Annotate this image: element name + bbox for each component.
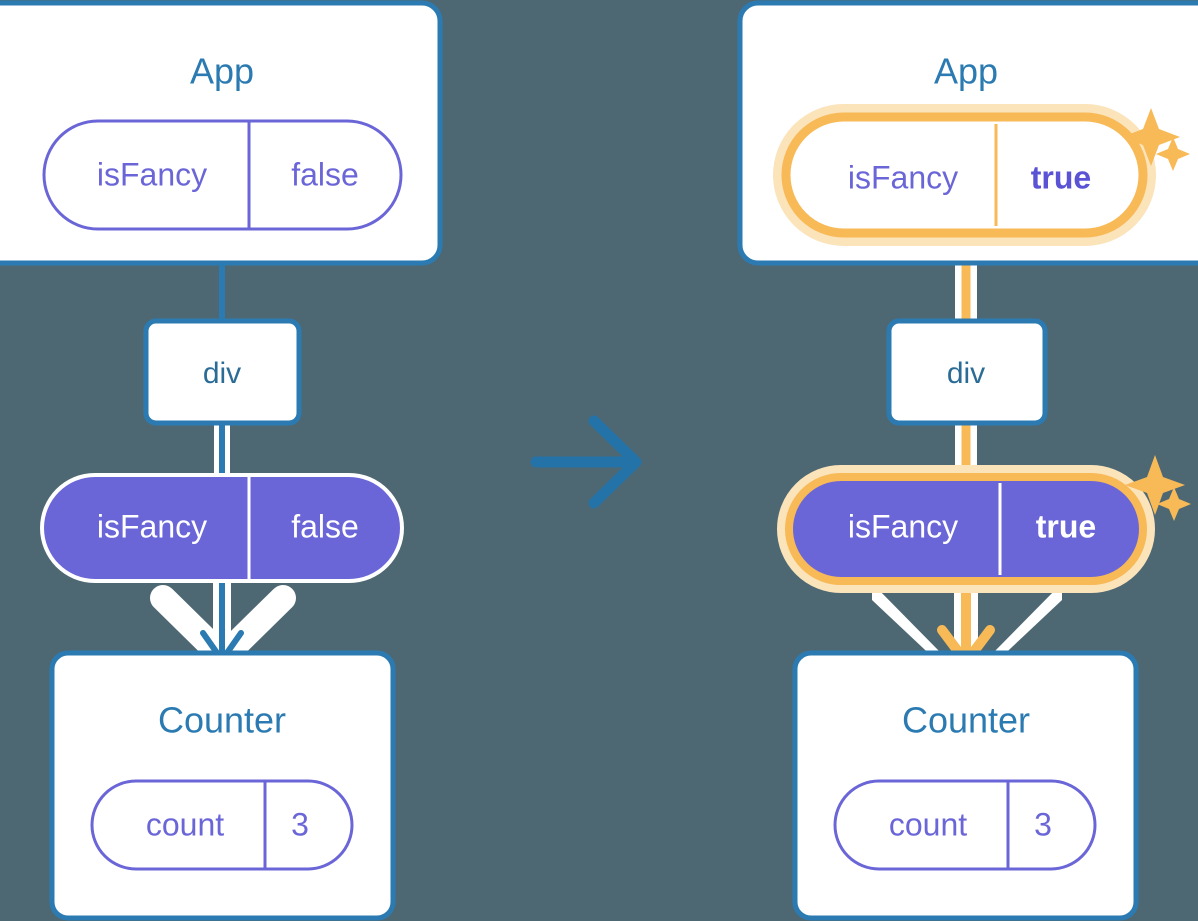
right-app-title: App xyxy=(934,51,998,92)
right-counter-pill-key: count xyxy=(889,806,967,842)
left-prop-pill-body xyxy=(44,477,400,579)
right-counter-pill-body xyxy=(833,779,1097,871)
left-counter-title: Counter xyxy=(158,700,286,741)
right-app-pill-ring xyxy=(781,112,1148,238)
left-app-pill-key: isFancy xyxy=(97,156,207,192)
right-app-pill-value: true xyxy=(1031,159,1091,195)
right-app-pill-glow xyxy=(773,104,1156,246)
right-app-sparkles-icon xyxy=(1122,108,1190,171)
left-app-pill-body xyxy=(42,119,403,231)
left-counter-pill-body xyxy=(90,779,354,871)
left-prop-pill-value: false xyxy=(291,508,359,544)
right-app-pill-key: isFancy xyxy=(848,159,958,195)
left-counter-pill: count 3 xyxy=(90,779,354,871)
left-counter-pill-value: 3 xyxy=(291,806,309,842)
left-prop-pill: isFancy false xyxy=(40,473,404,583)
right-div-label: div xyxy=(947,357,985,390)
transition-arrow-icon xyxy=(530,415,642,509)
sparkle-small xyxy=(1156,137,1190,171)
left-app-pill: isFancy false xyxy=(42,119,403,231)
right-div-node: div xyxy=(886,318,1048,426)
left-app-panel: App isFancy false xyxy=(0,0,443,266)
sparkle-large xyxy=(1122,108,1180,166)
sparkle-small xyxy=(1157,487,1191,521)
sparkle-large xyxy=(1125,455,1185,515)
left-div-node: div xyxy=(143,318,302,426)
right-prop-pill-ring xyxy=(785,473,1147,585)
transition-arrow-head xyxy=(588,415,642,509)
left-div-box xyxy=(143,318,302,426)
left-div-label: div xyxy=(203,357,241,390)
left-app-pill-value: false xyxy=(291,156,359,192)
right-div-box xyxy=(886,318,1048,426)
right-counter-pill: count 3 xyxy=(833,779,1097,871)
right-prop-pill-glow xyxy=(777,465,1155,593)
right-counter-pill-value: 3 xyxy=(1034,806,1052,842)
right-app-panel: App isFancy true xyxy=(737,0,1198,266)
right-counter-panel: Counter count 3 xyxy=(792,650,1139,921)
left-prop-pill-key: isFancy xyxy=(97,508,207,544)
left-app-title: App xyxy=(190,51,254,92)
right-prop-sparkles-icon xyxy=(1125,455,1191,521)
right-prop-pill: isFancy true xyxy=(777,455,1191,593)
right-counter-title: Counter xyxy=(902,700,1030,741)
left-counter-pill-key: count xyxy=(146,806,224,842)
left-counter-panel: Counter count 3 xyxy=(49,650,396,921)
right-prop-pill-value: true xyxy=(1036,508,1096,544)
right-prop-pill-key: isFancy xyxy=(848,508,958,544)
right-app-pill: isFancy true xyxy=(773,104,1156,246)
